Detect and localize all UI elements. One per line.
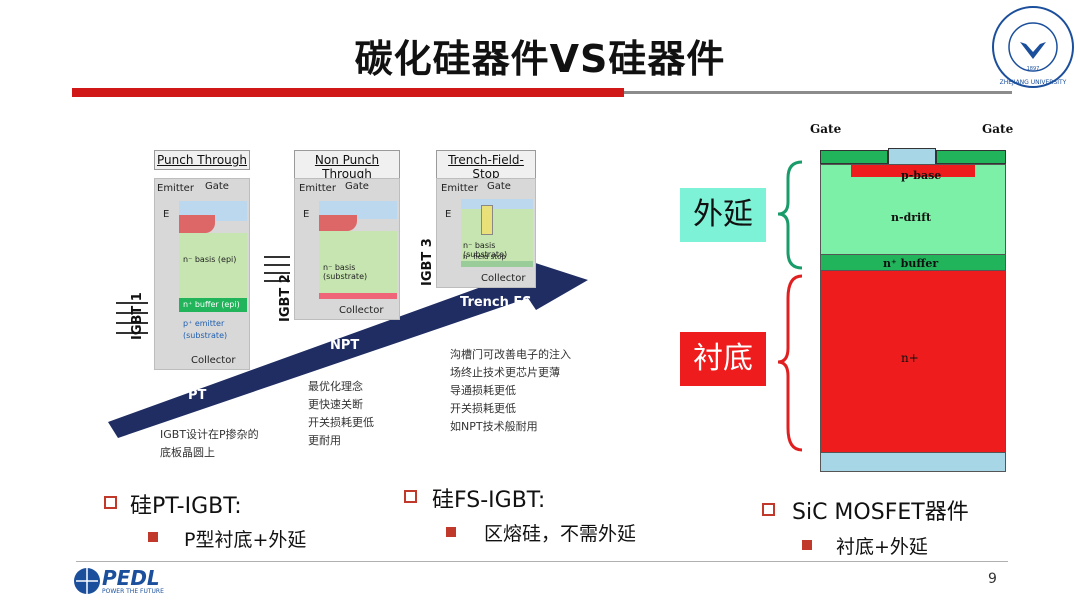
pt-layer-1: n⁻ basis (epi)	[183, 255, 237, 264]
npt-tag: IGBT 2	[278, 274, 293, 322]
p-base-label: p-base	[901, 169, 942, 182]
bullet-box-2	[404, 490, 417, 503]
pt-gate-label: Gate	[205, 181, 229, 192]
bullet-3-sub: 衬底+外延	[836, 536, 928, 558]
fs-notes: 沟槽门可改善电子的注入 场终止技术更芯片更薄 导通损耗更低 开关损耗更低 如NP…	[450, 348, 571, 433]
gate-electrode-right	[936, 150, 1006, 164]
fs-layer-1: n⁻ basis (substrate)	[463, 241, 508, 259]
gate-electrode-left	[820, 150, 888, 164]
pedl-brand: PEDL	[102, 566, 160, 590]
title-underline-red	[72, 88, 624, 97]
substrate-label-chip: 衬底	[680, 332, 766, 386]
drain-contact	[820, 452, 1006, 472]
pedl-logo: PEDL POWER THE FUTURE	[72, 566, 182, 596]
npt-gate-label: Gate	[345, 181, 369, 192]
sub-bullet-2	[446, 527, 456, 537]
bullet-1-label: 硅PT-IGBT:	[130, 494, 242, 519]
fs-tag: IGBT 3	[420, 238, 435, 286]
footer-divider	[76, 561, 1008, 562]
gate-right-label: Gate	[982, 122, 1014, 136]
pedl-tagline: POWER THE FUTURE	[102, 588, 164, 595]
n-drift-label: n-drift	[891, 211, 932, 224]
n-buffer-layer: n⁺ buffer	[820, 254, 1006, 272]
bullet-3-label: SiC MOSFET器件	[792, 500, 969, 525]
fs-layer-2: n⁺ field stop	[463, 253, 506, 261]
fs-gate-label: Gate	[487, 181, 511, 192]
arrow-label-pt: PT	[188, 388, 207, 403]
epi-label-chip: 外延	[680, 188, 766, 242]
bullet-1-sub: P型衬底+外延	[184, 529, 307, 551]
university-name-text: ZHEJIANG UNIVERSITY	[1000, 79, 1067, 86]
gate-left-label: Gate	[810, 122, 842, 136]
pt-field-label: E	[163, 209, 170, 220]
pt-chip-icon	[116, 302, 148, 334]
arrow-label-npt: NPT	[330, 338, 360, 353]
npt-layer-1: n⁻ basis (substrate)	[323, 263, 368, 281]
sic-mosfet-figure: Gate Gate p-base n-drift n⁺ buffer n+ 外延…	[676, 118, 1036, 488]
bullet-box-1	[104, 496, 117, 509]
fs-field-label: E	[445, 209, 452, 220]
slide-title: 碳化硅器件VS硅器件	[354, 37, 726, 81]
university-logo: ZHEJIANG UNIVERSITY 1897	[990, 4, 1076, 90]
pt-notes: IGBT设计在P掺杂的 底板晶圆上	[160, 428, 259, 459]
fs-column: Emitter Gate n⁻ basis (substrate) n⁺ fie…	[436, 178, 536, 288]
fs-collector-label: Collector	[481, 273, 526, 284]
bullet-box-3	[762, 503, 775, 516]
igbt-evolution-figure: Punch Through Emitter Gate n⁻ basis (epi…	[108, 140, 598, 480]
igbt-arrow-background	[108, 258, 588, 438]
pt-collector-label: Collector	[191, 355, 236, 366]
arrow-label-fs: Trench FS	[460, 295, 532, 310]
n-drift-layer: p-base n-drift	[820, 164, 1006, 256]
fs-emitter-label: Emitter	[441, 183, 478, 194]
pt-header: Punch Through	[154, 150, 250, 170]
npt-column: Emitter Gate n⁻ basis (substrate) E Coll…	[294, 178, 400, 320]
pt-emitter-label: Emitter	[157, 183, 194, 194]
pt-layer-4: (substrate)	[183, 331, 228, 340]
substrate-layer: n+	[820, 270, 1006, 454]
sub-bullet-1	[148, 532, 158, 542]
pt-column: Emitter Gate n⁻ basis (epi) n⁺ buffer (e…	[154, 178, 250, 370]
bullet-2-sub: 区熔硅，不需外延	[484, 523, 637, 545]
title-underline-grey	[624, 91, 1012, 94]
bullet-2-label: 硅FS-IGBT:	[432, 488, 546, 513]
layer-braces	[777, 160, 803, 452]
n-plus-label: n+	[901, 351, 919, 365]
n-buffer-label: n⁺ buffer	[883, 257, 939, 270]
npt-notes: 最优化理念 更快速关断 开关损耗更低 更耐用	[308, 380, 374, 447]
npt-emitter-label: Emitter	[299, 183, 336, 194]
page-number: 9	[988, 571, 997, 587]
sub-bullet-3	[802, 540, 812, 550]
pt-layer-2: n⁺ buffer (epi)	[183, 300, 240, 309]
npt-field-label: E	[303, 209, 310, 220]
pt-layer-3: p⁺ emitter	[183, 319, 225, 328]
university-year-text: 1897	[1027, 66, 1040, 72]
npt-chip-icon	[264, 256, 290, 282]
npt-collector-label: Collector	[339, 305, 384, 316]
pt-tag: IGBT 1	[130, 292, 145, 340]
